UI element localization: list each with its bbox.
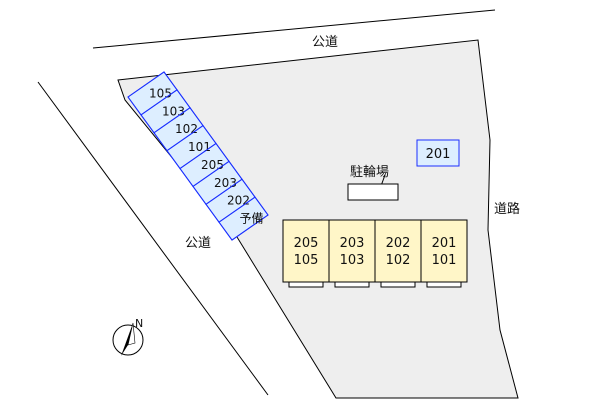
building-unit-balcony (426, 281, 462, 288)
compass-arrow-half-icon (127, 322, 136, 346)
top-road-label: 公道 (312, 35, 338, 50)
parking-slot-label: 102 (175, 122, 198, 136)
parking-slot-extra (416, 139, 460, 167)
unit-lower-label: 105 (294, 253, 319, 268)
left-road-label: 公道 (185, 236, 211, 251)
parking-strip: 105 103 102 101 205 203 202 予備 (127, 71, 269, 241)
unit-lower-label: 102 (386, 253, 411, 268)
left-road-line (37, 81, 269, 396)
unit-lower-label: 101 (432, 253, 457, 268)
top-road-line-1 (92, 9, 496, 49)
parking-slot-label: 101 (188, 140, 211, 154)
building-unit (374, 219, 422, 283)
parking-slot-label: 103 (162, 104, 185, 118)
parking-slot-extra-label: 201 (426, 147, 451, 162)
bicycle-parking-label: 駐輪場 (350, 164, 389, 180)
parking-slot-label: 202 (227, 194, 250, 208)
parking-slot-label: 205 (201, 158, 224, 172)
parking-slot-label: 203 (214, 176, 237, 190)
building-unit (328, 219, 376, 283)
compass-arrow-icon (121, 323, 133, 356)
building-unit-balcony (288, 281, 324, 288)
building-unit-balcony (380, 281, 416, 288)
parking-slot (218, 196, 269, 241)
parking-slot-label: 予備 (239, 211, 263, 226)
building-unit (420, 219, 468, 283)
apartment-building: 205 105 203 103 202 102 201 101 (282, 219, 468, 288)
parking-slot-label: 105 (149, 86, 172, 100)
compass: N (112, 317, 144, 356)
bicycle-parking-area (347, 183, 399, 201)
unit-upper-label: 201 (432, 236, 457, 251)
compass-north-label: N (135, 317, 143, 330)
unit-upper-label: 202 (386, 236, 411, 251)
unit-upper-label: 205 (294, 236, 319, 251)
building-unit (282, 219, 330, 283)
unit-upper-label: 203 (340, 236, 365, 251)
building-unit-balcony (334, 281, 370, 288)
right-road-label: 道路 (494, 201, 520, 217)
unit-lower-label: 103 (340, 253, 365, 268)
